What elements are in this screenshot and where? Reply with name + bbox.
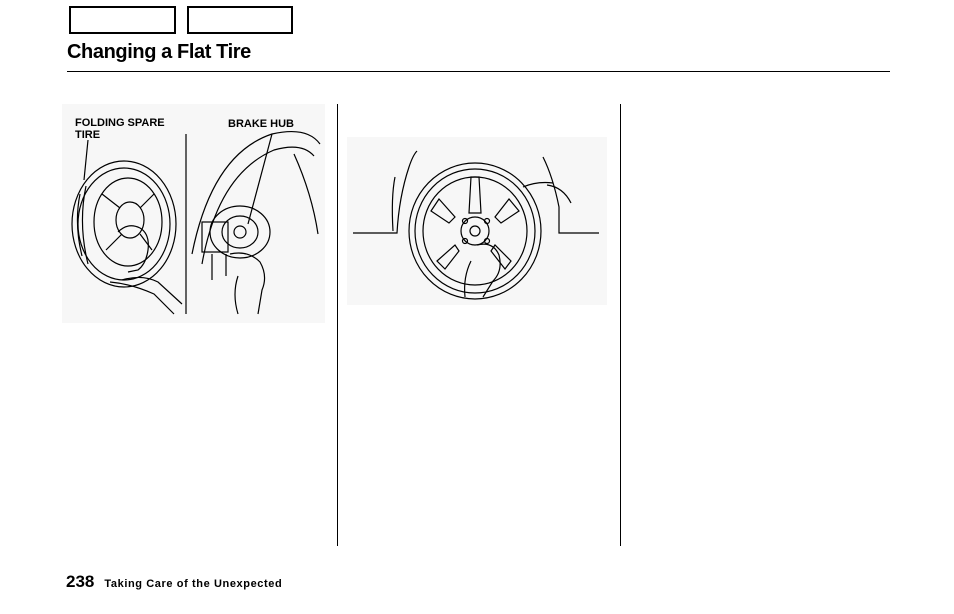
page-title: Changing a Flat Tire	[67, 41, 251, 63]
page-number: 238	[66, 572, 95, 591]
nav-tab-box-1[interactable]	[69, 6, 176, 34]
column-divider-left	[337, 104, 338, 546]
nav-tab-box-2[interactable]	[187, 6, 293, 34]
label-folding-spare-tire: FOLDING SPARE TIRE	[75, 117, 165, 141]
label-brake-hub: BRAKE HUB	[228, 118, 294, 130]
column-divider-right	[620, 104, 621, 546]
spare-tire-illustration	[62, 104, 325, 323]
title-rule	[67, 71, 890, 72]
section-title: Taking Care of the Unexpected	[104, 578, 283, 590]
page-footer: 238 Taking Care of the Unexpected	[66, 572, 282, 592]
wheel-mounting-illustration	[347, 137, 607, 305]
